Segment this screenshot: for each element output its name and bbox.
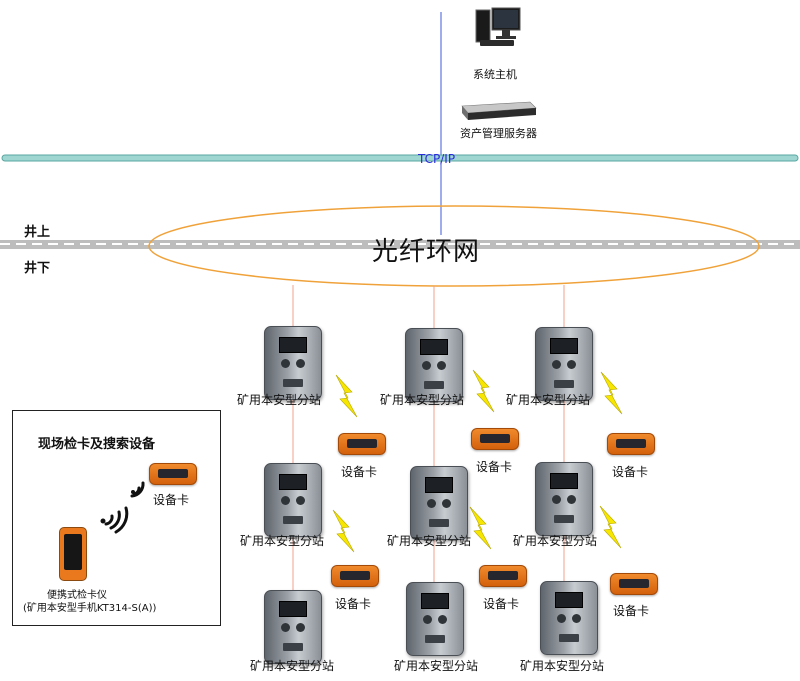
device-card-icon (479, 565, 527, 587)
substation-label: 矿用本安型分站 (250, 659, 335, 673)
panel-title: 现场检卡及搜索设备 (38, 437, 156, 452)
reader-label-line1: 便携式检卡仪 (47, 590, 107, 601)
device-card-label: 设备卡 (612, 465, 649, 479)
substation-label: 矿用本安型分站 (513, 534, 598, 548)
substation-device (264, 590, 322, 664)
device-card-label: 设备卡 (476, 460, 513, 474)
device-card-label: 设备卡 (341, 465, 378, 479)
device-card-icon (338, 433, 386, 455)
substation-device (264, 463, 322, 537)
substation-label: 矿用本安型分站 (394, 659, 479, 673)
reader-label-line2: (矿用本安型手机KT314-S(A)) (23, 603, 157, 614)
above-ground-label: 井上 (24, 225, 51, 240)
handheld-reader-icon (59, 527, 87, 581)
field-inspection-panel: 现场检卡及搜索设备 设备卡 便携式检卡仪 (矿用本安型手机KT314-S(A)) (12, 410, 221, 626)
host-computer-icon (472, 4, 522, 52)
substation-label: 矿用本安型分站 (520, 659, 605, 673)
lightning-icon (472, 369, 495, 413)
tcp-label: TCP/IP (418, 152, 456, 166)
substation-device (535, 327, 593, 401)
substation-label: 矿用本安型分站 (380, 393, 465, 407)
fiber-ring (148, 205, 760, 287)
device-card-icon (610, 573, 658, 595)
tcp-bar (1, 154, 799, 162)
device-card-icon (149, 463, 197, 485)
server-icon (458, 100, 538, 120)
wireless-bolts (332, 369, 623, 553)
substation-device (410, 466, 468, 540)
substation-device (264, 326, 322, 400)
substation-label: 矿用本安型分站 (237, 393, 322, 407)
device-card-label: 设备卡 (335, 597, 372, 611)
substation-device (406, 582, 464, 656)
server-label: 资产管理服务器 (460, 127, 537, 140)
ring-label: 光纤环网 (372, 237, 481, 267)
below-ground-label: 井下 (24, 261, 51, 276)
lightning-icon (600, 371, 623, 415)
wifi-signal-icon (100, 481, 145, 534)
substation-label: 矿用本安型分站 (240, 534, 325, 548)
substation-device (540, 581, 598, 655)
device-card-icon (471, 428, 519, 450)
lightning-icon (332, 509, 355, 553)
substation-device (405, 328, 463, 402)
substation-device (535, 462, 593, 536)
device-card-label: 设备卡 (613, 604, 650, 618)
device-card-label: 设备卡 (483, 597, 520, 611)
lightning-icon (335, 374, 358, 418)
lightning-icon (599, 505, 622, 549)
host-label: 系统主机 (473, 68, 517, 81)
device-card-icon (607, 433, 655, 455)
device-card-icon (331, 565, 379, 587)
panel-card-label: 设备卡 (153, 493, 190, 507)
substation-label: 矿用本安型分站 (387, 534, 472, 548)
lightning-icon (469, 506, 492, 550)
substation-label: 矿用本安型分站 (506, 393, 591, 407)
